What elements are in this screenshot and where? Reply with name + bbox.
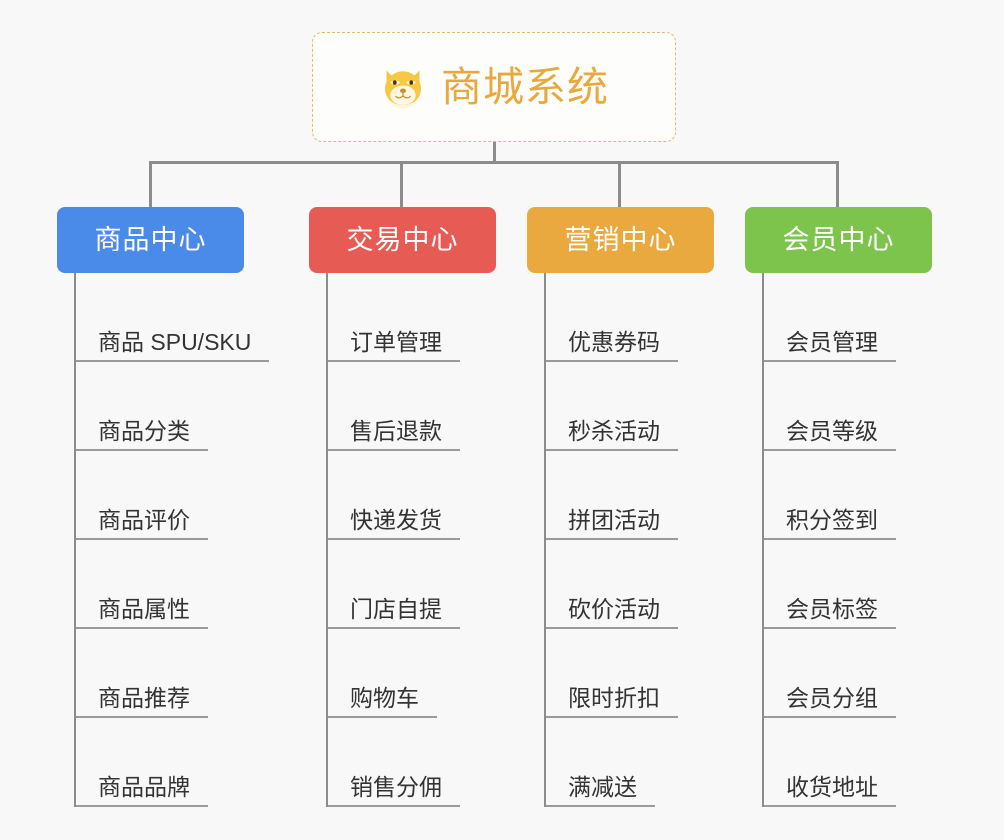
branch-header-huiyuan[interactable]: 会员中心 (745, 207, 932, 273)
leaf-label: 门店自提 (350, 595, 442, 622)
leaf-underline: 砍价活动 (546, 596, 678, 629)
leaf-list-yingxiao: 优惠券码 秒杀活动 拼团活动 砍价活动 限时折扣 满减送 (544, 273, 714, 807)
leaf-item[interactable]: 会员标签 (764, 540, 932, 629)
leaf-item[interactable]: 销售分佣 (328, 718, 496, 807)
leaf-underline: 会员管理 (764, 329, 896, 362)
leaf-label: 砍价活动 (568, 595, 660, 622)
leaf-item[interactable]: 积分签到 (764, 451, 932, 540)
leaf-label: 积分签到 (786, 506, 878, 533)
branch-column-jiaoyi: 交易中心 订单管理 售后退款 快递发货 门店自提 购物车 销售分佣 (309, 207, 496, 807)
leaf-label: 商品品牌 (98, 773, 190, 800)
leaf-item[interactable]: 商品评价 (76, 451, 269, 540)
root-node-content: 商城系统 (379, 63, 609, 111)
leaf-underline: 订单管理 (328, 329, 460, 362)
leaf-item[interactable]: 商品分类 (76, 362, 269, 451)
leaf-list-shangpin: 商品 SPU/SKU 商品分类 商品评价 商品属性 商品推荐 商品品牌 (74, 273, 270, 807)
branch-header-label: 交易中心 (346, 224, 459, 255)
branch-header-label: 营销中心 (564, 224, 677, 255)
leaf-label: 拼团活动 (568, 506, 660, 533)
leaf-underline: 商品属性 (76, 596, 208, 629)
leaf-label: 满减送 (568, 773, 637, 800)
leaf-item[interactable]: 订单管理 (328, 273, 496, 362)
leaf-item[interactable]: 会员等级 (764, 362, 932, 451)
connector-drop-branch-2 (400, 161, 403, 207)
branch-header-jiaoyi[interactable]: 交易中心 (309, 207, 496, 273)
leaf-item[interactable]: 优惠券码 (546, 273, 714, 362)
leaf-label: 销售分佣 (350, 773, 442, 800)
connector-horizontal-bus (149, 161, 839, 164)
leaf-underline: 商品 SPU/SKU (76, 328, 270, 362)
leaf-label: 商品属性 (98, 595, 190, 622)
leaf-underline: 会员等级 (764, 418, 896, 451)
leaf-underline: 满减送 (546, 774, 655, 807)
leaf-underline: 商品分类 (76, 418, 208, 451)
leaf-underline: 会员标签 (764, 596, 896, 629)
leaf-item[interactable]: 商品品牌 (76, 718, 269, 807)
leaf-underline: 积分签到 (764, 507, 896, 540)
leaf-label: 快递发货 (350, 506, 442, 533)
leaf-item[interactable]: 会员管理 (764, 273, 932, 362)
leaf-label: 优惠券码 (568, 328, 660, 355)
leaf-underline: 优惠券码 (546, 329, 678, 362)
branch-column-huiyuan: 会员中心 会员管理 会员等级 积分签到 会员标签 会员分组 收货地址 (745, 207, 932, 807)
leaf-underline: 商品评价 (76, 507, 208, 540)
leaf-list-jiaoyi: 订单管理 售后退款 快递发货 门店自提 购物车 销售分佣 (326, 273, 496, 807)
leaf-item[interactable]: 秒杀活动 (546, 362, 714, 451)
leaf-label: 商品推荐 (98, 684, 190, 711)
leaf-underline: 商品推荐 (76, 685, 208, 718)
leaf-label: 购物车 (350, 684, 419, 711)
leaf-item[interactable]: 限时折扣 (546, 629, 714, 718)
leaf-item[interactable]: 商品推荐 (76, 629, 269, 718)
leaf-label: 收货地址 (786, 773, 878, 800)
root-title: 商城系统 (441, 63, 609, 110)
shiba-dog-face-icon (385, 70, 421, 109)
connector-drop-branch-4 (836, 161, 839, 207)
leaf-item[interactable]: 满减送 (546, 718, 714, 807)
branch-header-label: 商品中心 (94, 224, 207, 255)
leaf-item[interactable]: 购物车 (328, 629, 496, 718)
leaf-item[interactable]: 门店自提 (328, 540, 496, 629)
leaf-list-huiyuan: 会员管理 会员等级 积分签到 会员标签 会员分组 收货地址 (762, 273, 932, 807)
leaf-underline: 门店自提 (328, 596, 460, 629)
branch-header-yingxiao[interactable]: 营销中心 (527, 207, 714, 273)
leaf-item[interactable]: 商品 SPU/SKU (76, 273, 270, 362)
connector-drop-branch-1 (149, 161, 152, 207)
leaf-label: 会员标签 (786, 595, 878, 622)
leaf-underline: 收货地址 (764, 774, 896, 807)
leaf-label: 商品评价 (98, 506, 190, 533)
leaf-label: 商品分类 (98, 417, 190, 444)
leaf-underline: 会员分组 (764, 685, 896, 718)
leaf-label: 会员管理 (786, 328, 878, 355)
leaf-underline: 售后退款 (328, 418, 460, 451)
leaf-label: 售后退款 (350, 417, 442, 444)
leaf-label: 秒杀活动 (568, 417, 660, 444)
leaf-label: 会员分组 (786, 684, 878, 711)
leaf-label: 订单管理 (350, 328, 442, 355)
connector-root-stem (493, 142, 496, 163)
branch-header-shangpin[interactable]: 商品中心 (57, 207, 244, 273)
leaf-label: 商品 SPU/SKU (98, 328, 252, 355)
connector-drop-branch-3 (618, 161, 621, 207)
leaf-item[interactable]: 拼团活动 (546, 451, 714, 540)
leaf-label: 会员等级 (786, 417, 878, 444)
branch-header-label: 会员中心 (782, 224, 895, 255)
root-node[interactable]: 商城系统 (312, 32, 676, 142)
leaf-item[interactable]: 售后退款 (328, 362, 496, 451)
leaf-item[interactable]: 收货地址 (764, 718, 932, 807)
leaf-item[interactable]: 会员分组 (764, 629, 932, 718)
leaf-underline: 拼团活动 (546, 507, 678, 540)
branch-column-yingxiao: 营销中心 优惠券码 秒杀活动 拼团活动 砍价活动 限时折扣 满减送 (527, 207, 714, 807)
leaf-underline: 购物车 (328, 685, 437, 718)
leaf-underline: 快递发货 (328, 507, 460, 540)
leaf-underline: 限时折扣 (546, 685, 678, 718)
leaf-item[interactable]: 砍价活动 (546, 540, 714, 629)
leaf-label: 限时折扣 (568, 684, 660, 711)
branch-column-shangpin: 商品中心 商品 SPU/SKU 商品分类 商品评价 商品属性 商品推荐 商品品牌 (57, 207, 270, 807)
leaf-underline: 销售分佣 (328, 774, 460, 807)
leaf-item[interactable]: 快递发货 (328, 451, 496, 540)
leaf-underline: 商品品牌 (76, 774, 208, 807)
leaf-item[interactable]: 商品属性 (76, 540, 269, 629)
leaf-underline: 秒杀活动 (546, 418, 678, 451)
